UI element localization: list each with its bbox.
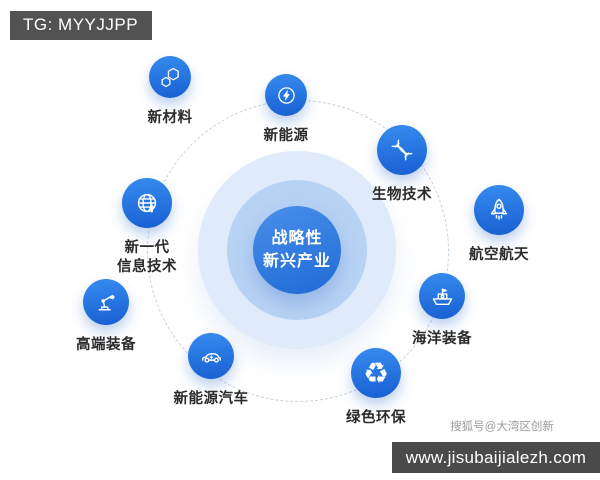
molecule-icon — [149, 56, 191, 98]
node-label: 海洋装备 — [412, 331, 472, 347]
node-label: 新能源汽车 — [173, 391, 249, 407]
center-hub-line2: 新兴产业 — [262, 253, 331, 270]
sohu-watermark: 搜狐号@大湾区创新 — [450, 421, 554, 433]
node-label: 新能源 — [263, 128, 309, 144]
node-marine-equipment: 海洋装备 — [382, 273, 502, 349]
node-label: 生物技术 — [372, 187, 432, 203]
tg-watermark-badge: TG: MYYJJPP — [10, 11, 153, 40]
node-aerospace: 航空航天 — [439, 185, 559, 265]
node-new-energy: 新能源 — [226, 74, 346, 146]
robot-arm-icon — [83, 279, 129, 325]
node-label: 高端装备 — [76, 337, 136, 353]
node-next-gen-it: 新一代 信息技术 — [87, 178, 207, 277]
center-hub: 战略性 新兴产业 — [253, 206, 341, 294]
node-label-line2: 信息技术 — [117, 258, 177, 275]
lightning-icon — [265, 74, 307, 116]
node-biotech: 生物技术 — [342, 125, 462, 205]
node-label: 新材料 — [147, 110, 193, 126]
node-new-materials: 新材料 — [110, 56, 230, 128]
node-label-line1: 新一代 — [124, 240, 170, 256]
node-label: 航空航天 — [469, 247, 529, 263]
electric-car-icon — [188, 333, 234, 379]
node-label: 绿色环保 — [346, 410, 406, 426]
ship-icon — [419, 273, 465, 319]
recycle-icon: ♻ — [351, 348, 401, 398]
globe-icon — [122, 178, 172, 228]
node-label: 新一代 信息技术 — [117, 239, 177, 277]
site-url-bar: www.jisubaijialezh.com — [392, 442, 600, 473]
recycle-glyph: ♻ — [363, 355, 389, 390]
dna-icon — [377, 125, 427, 175]
center-hub-line1: 战略性 — [271, 229, 323, 247]
rocket-icon — [474, 185, 524, 235]
node-new-energy-vehicle: 新能源汽车 — [151, 333, 271, 409]
node-highend-equipment: 高端装备 — [46, 279, 166, 355]
node-green-environment: ♻ 绿色环保 — [316, 348, 436, 428]
